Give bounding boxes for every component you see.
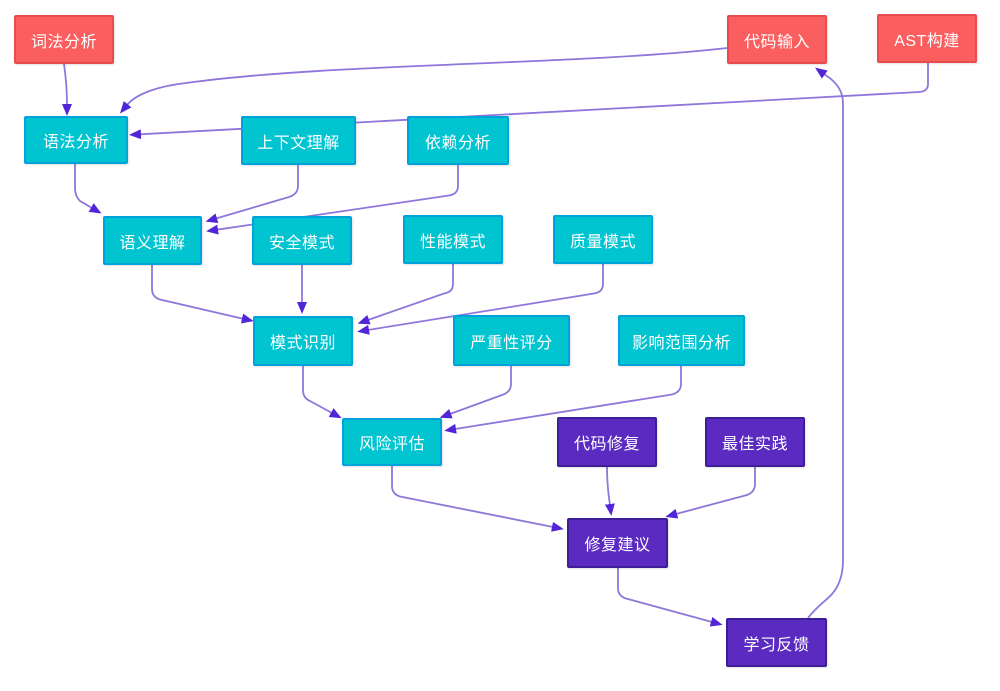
node-label: 词法分析 <box>30 33 97 51</box>
node-label: 影响范围分析 <box>631 334 731 352</box>
node-label: 学习反馈 <box>743 636 810 654</box>
node-code-fix: 代码修复 <box>557 417 657 467</box>
edge-syntax-to-semantic <box>74 164 102 214</box>
node-label: 安全模式 <box>268 234 335 252</box>
edge-severity-to-risk <box>439 366 512 419</box>
node-label: 语义理解 <box>119 234 186 252</box>
edge-code-input-to-syntax <box>119 47 728 114</box>
node-label: 性能模式 <box>419 233 486 251</box>
node-severity: 严重性评分 <box>453 315 570 366</box>
node-best-practice: 最佳实践 <box>705 417 805 467</box>
edge-ast-build-to-syntax <box>129 63 929 140</box>
node-label: 风险评估 <box>358 436 425 453</box>
edge-risk-to-suggestion <box>391 466 564 532</box>
node-label: 语法分析 <box>42 134 109 151</box>
node-label: 最佳实践 <box>721 436 788 453</box>
node-code-input: 代码输入 <box>727 15 827 64</box>
node-label: 代码修复 <box>573 436 640 453</box>
edge-semantic-to-pattern <box>151 265 254 324</box>
edge-suggestion-to-feedback <box>617 568 723 627</box>
node-feedback: 学习反馈 <box>726 618 827 667</box>
edge-code-fix-to-suggestion <box>604 466 615 516</box>
node-ast-build: AST构建 <box>877 14 977 63</box>
node-performance: 性能模式 <box>403 215 503 264</box>
node-lexical: 词法分析 <box>14 15 114 64</box>
edge-lexical-to-syntax <box>61 63 72 116</box>
edge-feedback-to-code-input <box>807 67 844 619</box>
node-label: 修复建议 <box>584 537 651 554</box>
edge-context-to-semantic <box>205 165 299 224</box>
node-label: AST构建 <box>894 32 960 50</box>
node-label: 依赖分析 <box>424 134 491 152</box>
edge-quality-to-pattern <box>357 264 604 335</box>
edge-impact-to-risk <box>444 366 682 434</box>
node-dependency: 依赖分析 <box>407 116 509 165</box>
edge-best-practice-to-suggestion <box>665 467 756 519</box>
node-label: 代码输入 <box>743 33 810 51</box>
node-risk: 风险评估 <box>342 418 442 466</box>
node-label: 质量模式 <box>569 233 636 251</box>
edge-pattern-to-risk <box>302 366 342 419</box>
node-quality: 质量模式 <box>553 215 653 264</box>
node-context: 上下文理解 <box>241 116 356 165</box>
node-label: 严重性评分 <box>470 334 553 352</box>
node-suggestion: 修复建议 <box>567 518 668 568</box>
edge-dependency-to-semantic <box>206 165 459 235</box>
node-label: 模式识别 <box>269 335 336 352</box>
node-security: 安全模式 <box>252 216 352 265</box>
node-label: 上下文理解 <box>257 134 340 152</box>
node-syntax: 语法分析 <box>24 116 128 164</box>
edge-performance-to-pattern <box>357 264 454 325</box>
node-pattern: 模式识别 <box>253 316 353 366</box>
node-impact: 影响范围分析 <box>618 315 745 366</box>
node-semantic: 语义理解 <box>103 216 202 265</box>
